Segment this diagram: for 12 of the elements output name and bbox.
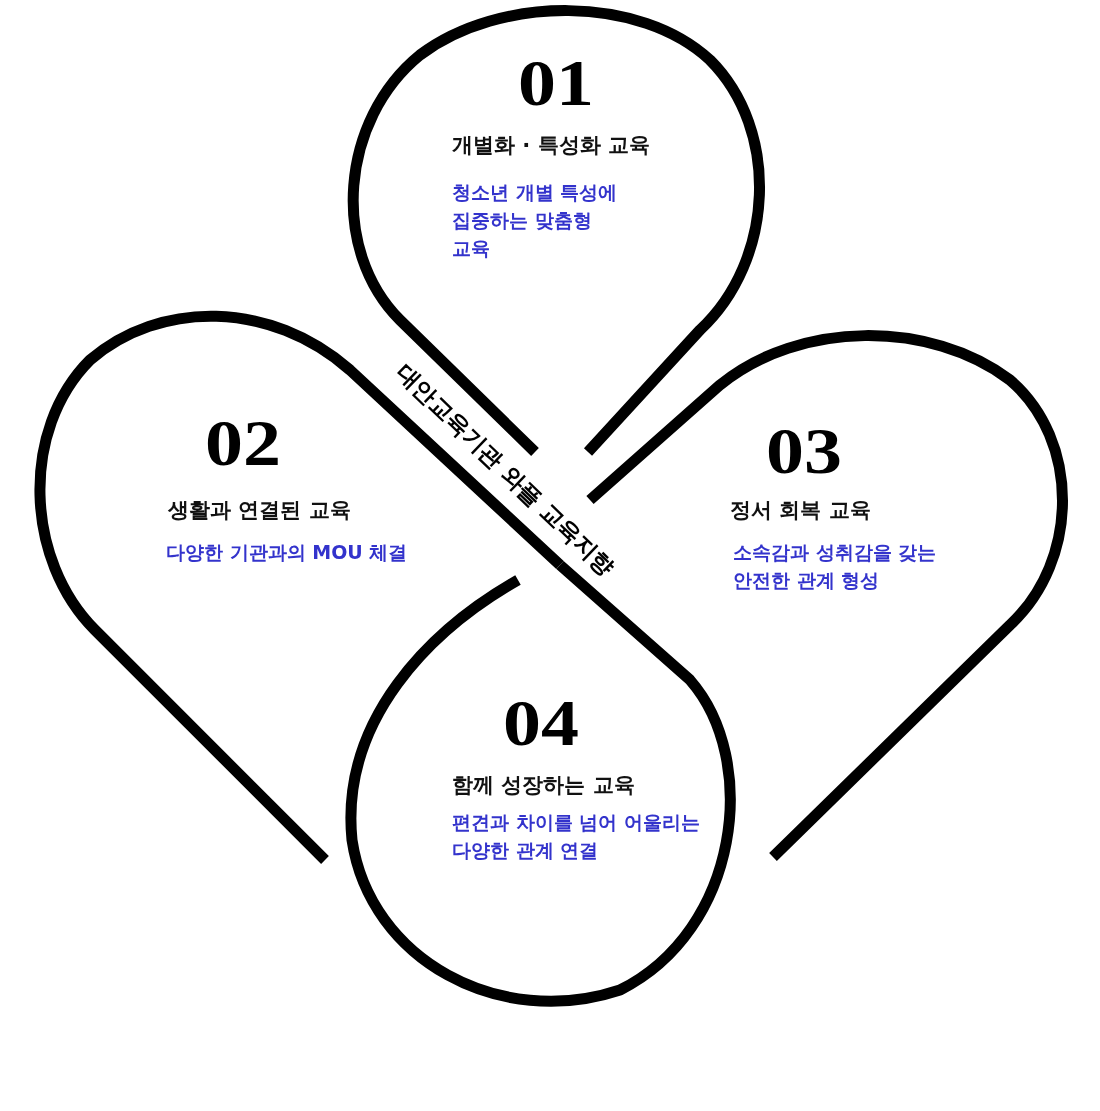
step-number: 01 [518, 50, 594, 116]
step-heading: 생활과 연결된 교육 [168, 497, 351, 524]
step-description: 편견과 차이를 넘어 어울리는 다양한 관계 연결 [452, 810, 701, 863]
step-number: 03 [766, 418, 842, 484]
step-heading: 개별화 · 특성화 교육 [452, 132, 650, 159]
step-heading: 함께 성장하는 교육 [452, 772, 635, 799]
step-description: 소속감과 성취감을 갖는 안전한 관계 형성 [733, 540, 938, 593]
step-description: 다양한 기관과의 MOU 체결 [166, 540, 409, 565]
step-number: 02 [205, 410, 281, 476]
step-heading: 정서 회복 교육 [730, 497, 871, 524]
step-number: 04 [503, 690, 579, 756]
step-description: 청소년 개별 특성에 집중하는 맞춤형 교육 [452, 180, 619, 261]
